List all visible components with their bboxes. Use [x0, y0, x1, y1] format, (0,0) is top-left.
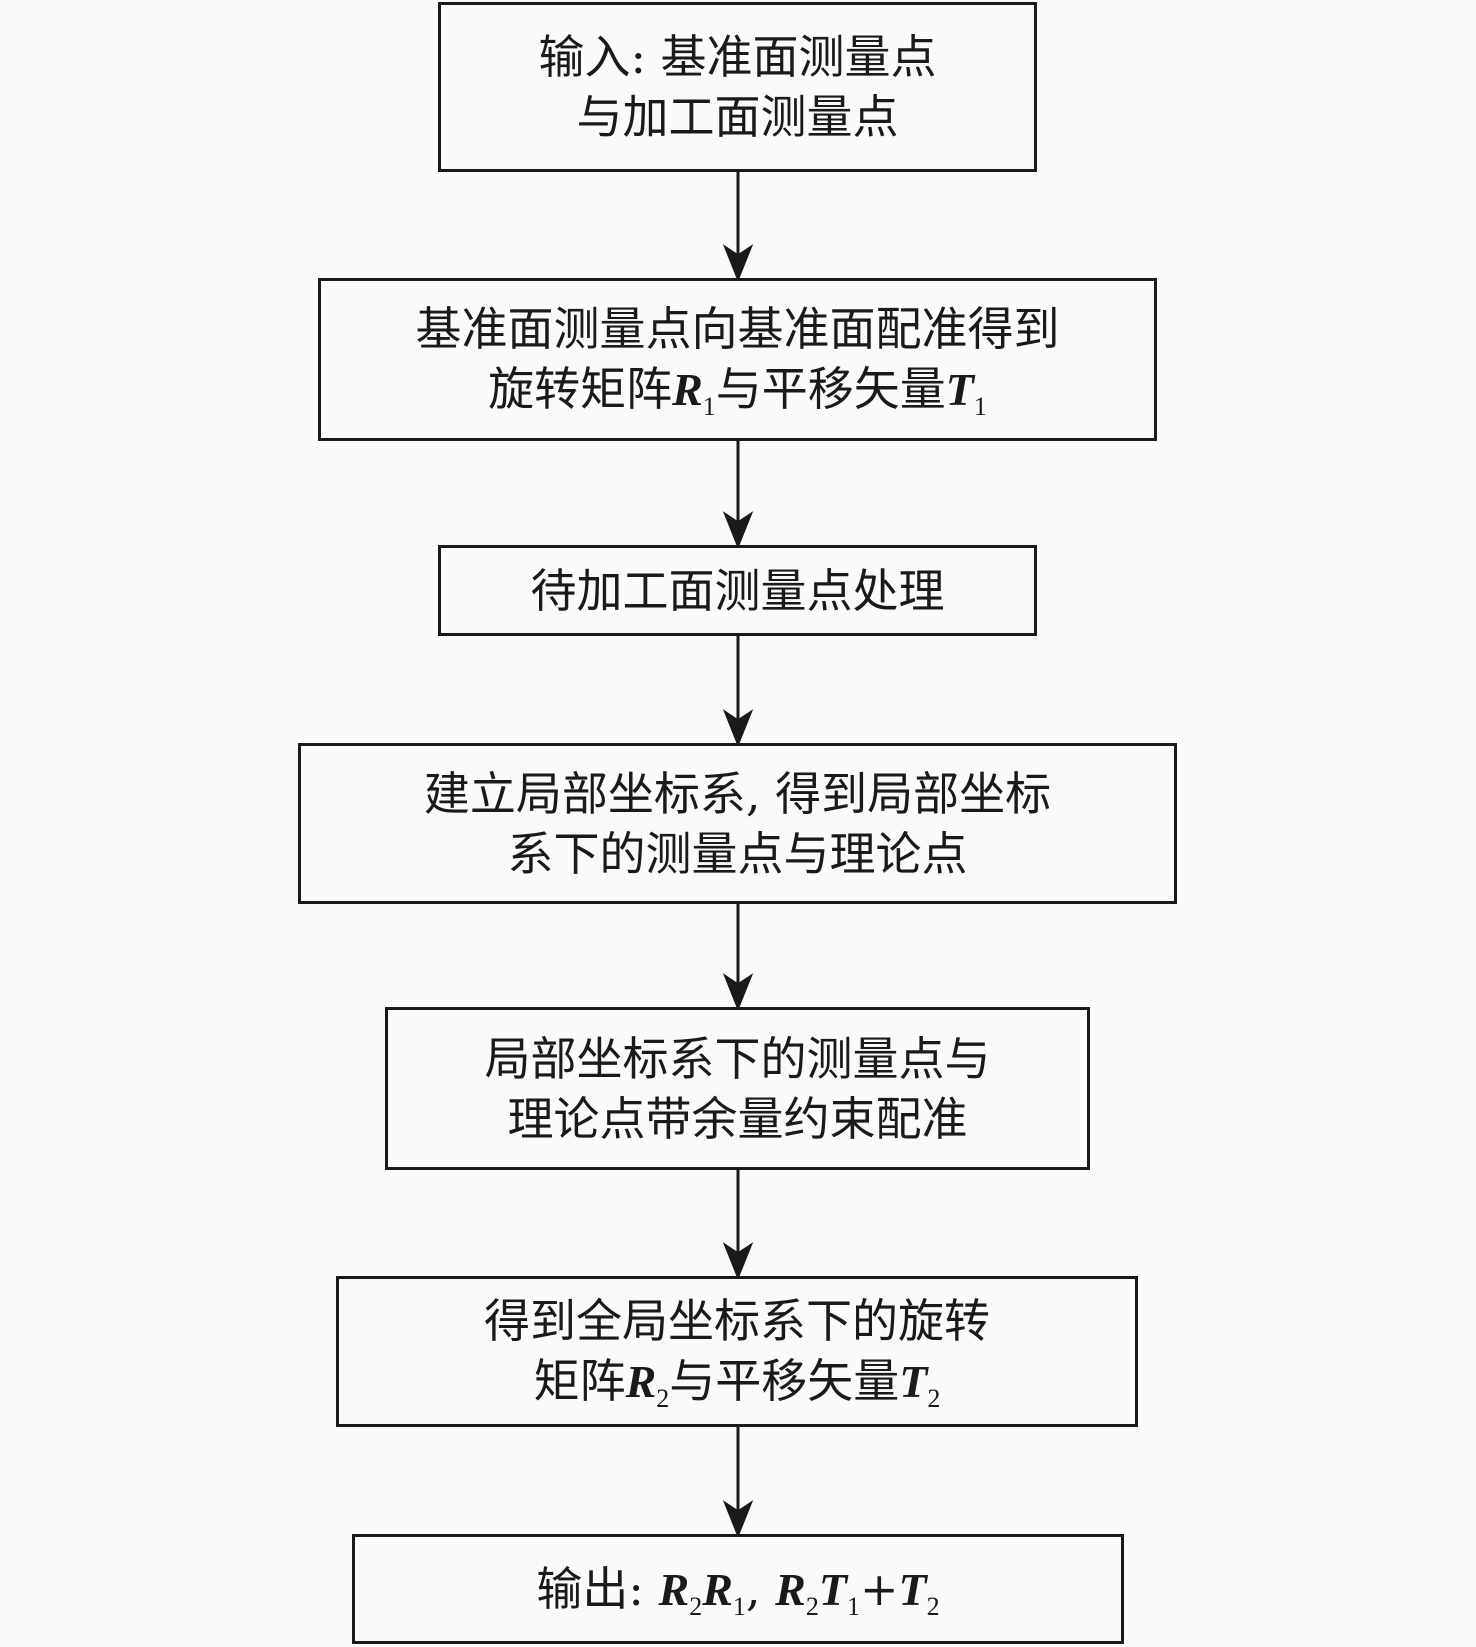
- node-text: 基准面测量点向基准面配准得到: [415, 302, 1060, 356]
- arrowhead-2: [722, 511, 754, 550]
- arrowhead-6: [722, 1500, 754, 1539]
- node-text: 系下的测量点与理论点: [507, 826, 968, 881]
- local-coordinate-node: 建立局部坐标系, 得到局部坐标 系下的测量点与理论点: [298, 743, 1177, 904]
- input-node: 输入: 基准面测量点 与加工面测量点: [438, 2, 1037, 172]
- node-text: 旋转矩阵R1与平移矢量T1: [488, 362, 987, 421]
- processing-node: 待加工面测量点处理: [438, 545, 1037, 636]
- constrained-registration-node: 局部坐标系下的测量点与 理论点带余量约束配准: [385, 1007, 1090, 1170]
- arrowhead-3: [722, 709, 754, 748]
- output-node: 输出: R2R1, R2T1+T2: [352, 1534, 1124, 1644]
- node-text: 与加工面测量点: [576, 90, 899, 144]
- node-text: 矩阵R2与平移矢量T2: [533, 1354, 941, 1413]
- node-text: 输入: 基准面测量点: [538, 30, 937, 84]
- node-text: 理论点带余量约束配准: [507, 1091, 968, 1146]
- arrowhead-4: [722, 973, 754, 1012]
- node-text: 局部坐标系下的测量点与: [484, 1031, 991, 1086]
- node-text: 输出: R2R1, R2T1+T2: [536, 1561, 940, 1621]
- arrowhead-5: [722, 1242, 754, 1281]
- datum-registration-node: 基准面测量点向基准面配准得到 旋转矩阵R1与平移矢量T1: [318, 278, 1157, 441]
- node-text: 得到全局坐标系下的旋转: [484, 1294, 990, 1348]
- global-transform-node: 得到全局坐标系下的旋转 矩阵R2与平移矢量T2: [336, 1276, 1138, 1427]
- node-text: 建立局部坐标系, 得到局部坐标: [423, 766, 1052, 821]
- arrowhead-1: [722, 244, 754, 283]
- node-text: 待加工面测量点处理: [530, 563, 945, 618]
